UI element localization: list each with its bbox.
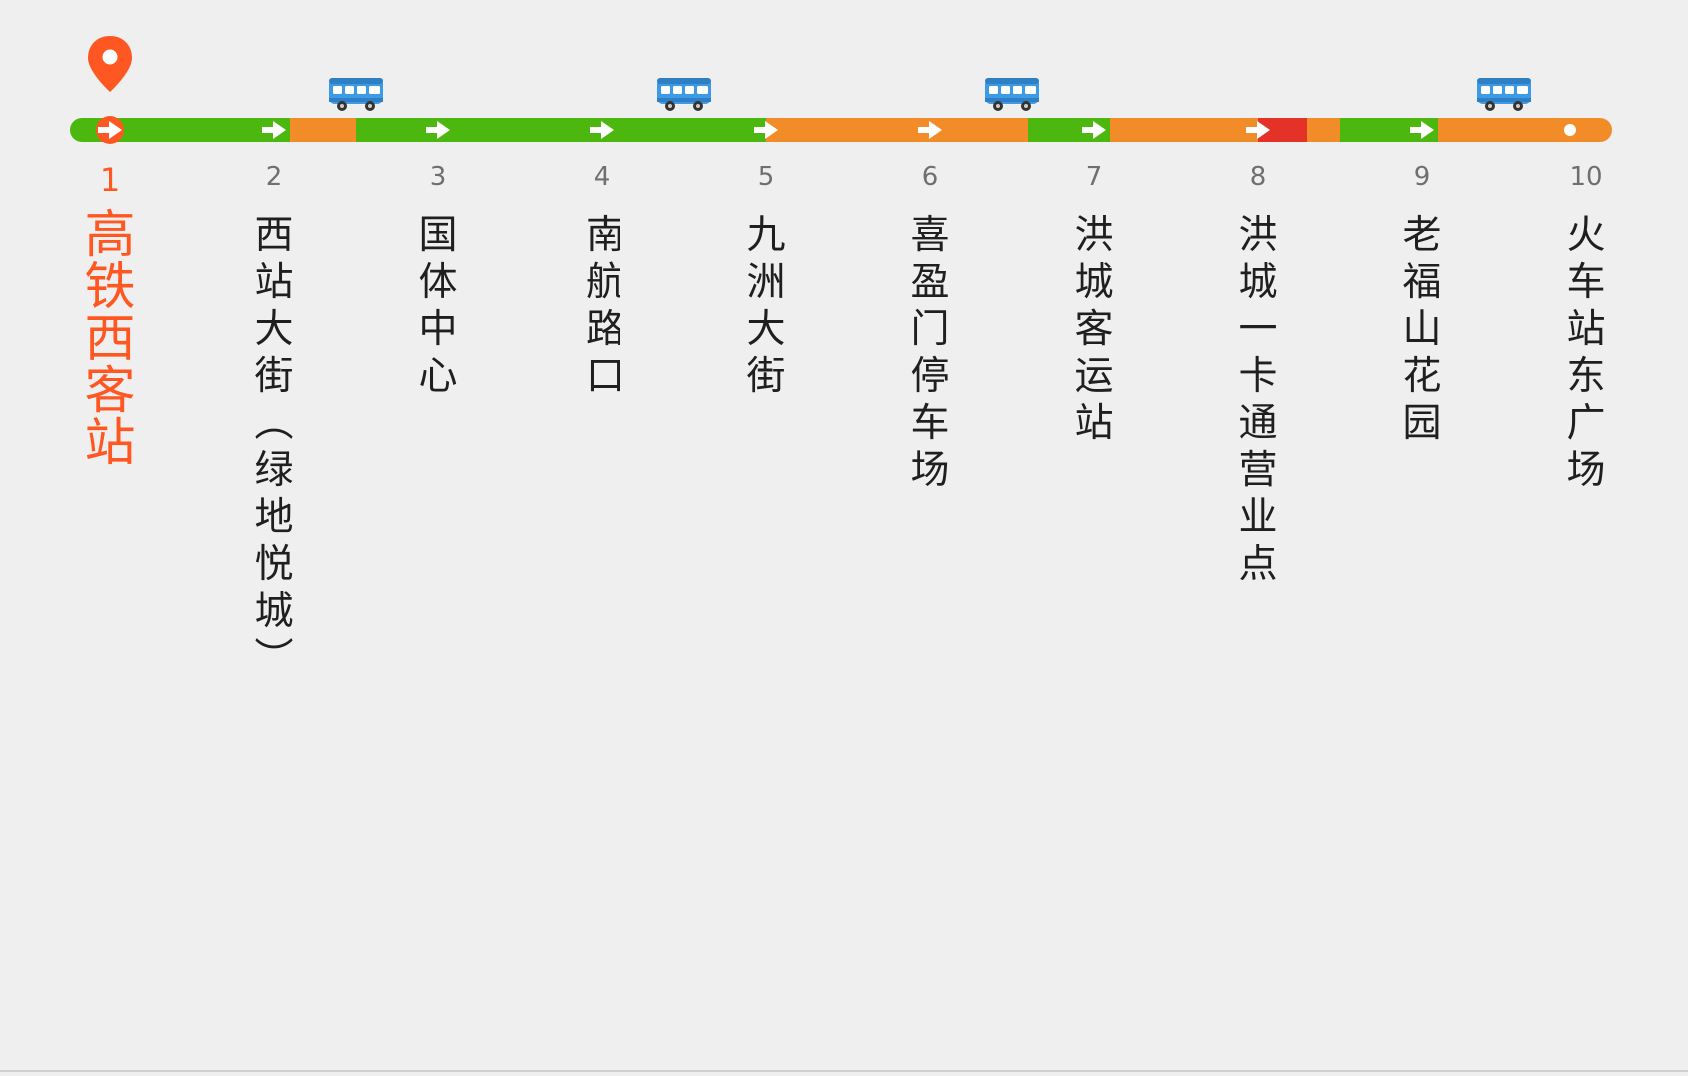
stop-name: 喜盈门停车场 [910,213,950,493]
route-traffic-track [70,118,1612,142]
bus-icon[interactable] [1475,76,1533,114]
bus-icon[interactable] [655,76,713,114]
stop-number: 5 [757,162,775,192]
arrow-right-icon [917,121,943,139]
stop-item[interactable]: 8 洪城一卡通营业点 [1223,160,1293,588]
location-pin-icon [88,36,132,92]
terminal-stop-dot [1564,124,1576,136]
arrow-right-icon [97,121,123,139]
stop-item[interactable]: 6 喜盈门停车场 [895,160,965,494]
arrow-right-icon [1081,121,1107,139]
traffic-segment-slow [290,118,356,142]
stop-item[interactable]: 9 老福山花园 [1387,160,1457,447]
traffic-segment-smooth [355,118,766,142]
arrow-right-icon [753,121,779,139]
stop-number: 9 [1413,162,1431,192]
stop-item[interactable]: 3 国体中心 [403,160,473,400]
stop-name: 洪城客运站 [1074,213,1114,446]
stop-number: 6 [921,162,939,192]
bus-icon[interactable] [983,76,1041,114]
stop-name: 老福山花园 [1402,213,1442,446]
stop-number: 10 [1569,162,1603,192]
stop-number: 4 [593,162,611,192]
traffic-segment-slow [1110,118,1258,142]
stop-item[interactable]: 2 西站大街︵绿地悦城︶ [239,160,309,682]
stop-number: 8 [1249,162,1267,192]
arrow-right-icon [425,121,451,139]
arrow-right-icon [261,121,287,139]
stop-name: 西站大街︵绿地悦城︶ [254,213,294,681]
stop-number: 7 [1085,162,1103,192]
arrow-right-icon [589,121,615,139]
stop-item[interactable]: 5 九洲大街 [731,160,801,400]
stop-item[interactable]: 4 南航路口 [567,160,637,400]
stop-name: 洪城一卡通营业点 [1238,213,1278,587]
traffic-segment-slow [1438,118,1612,142]
stop-item[interactable]: 10 火车站东广场 [1551,160,1621,494]
arrow-right-icon [1409,121,1435,139]
stop-number: 1 [99,161,121,199]
stop-number: 3 [429,162,447,192]
stop-name: 火车站东广场 [1566,213,1606,493]
stop-item[interactable]: 1 高铁西客站 [75,160,145,470]
stop-name: 九洲大街 [746,213,786,399]
stop-number: 2 [265,162,283,192]
bus-icon[interactable] [327,76,385,114]
traffic-segment-slow [765,118,1029,142]
traffic-segment-slow [1307,118,1340,142]
stop-name: 高铁西客站 [84,206,136,473]
stop-name: 国体中心 [418,213,458,399]
stop-name: 南航路口 [586,213,620,399]
bottom-divider [0,1070,1688,1072]
arrow-right-icon [1245,121,1271,139]
stop-item[interactable]: 7 洪城客运站 [1059,160,1129,447]
